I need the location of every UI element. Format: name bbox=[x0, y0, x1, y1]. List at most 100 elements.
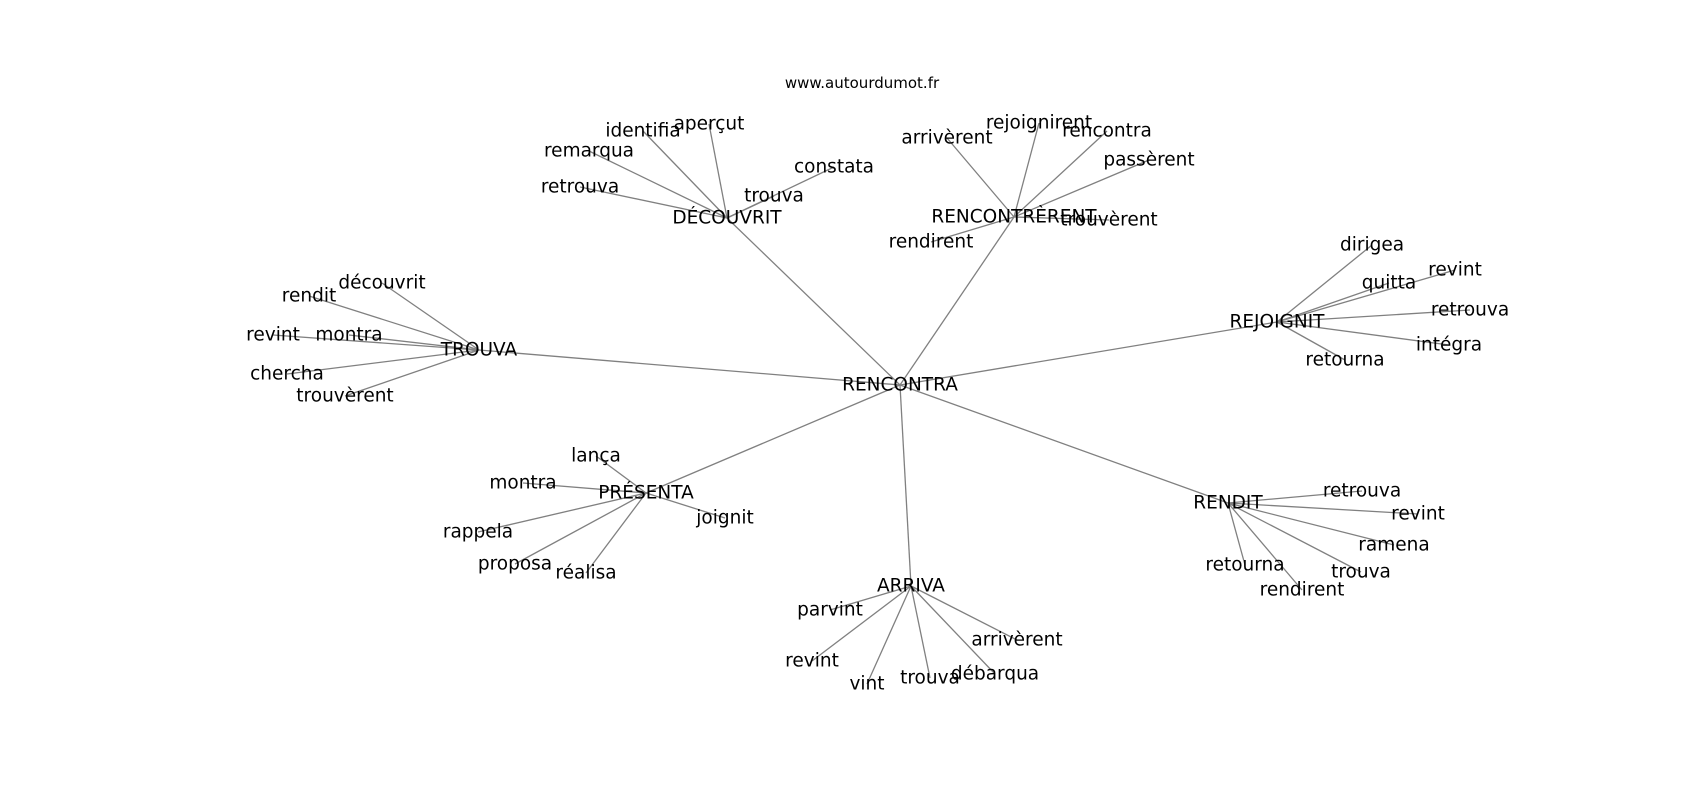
edge-decouvrit-remarqua bbox=[588, 150, 728, 219]
branch-word-rencontrerent: RENCONTRÈRENT bbox=[931, 206, 1097, 228]
source-watermark: www.autourdumot.fr bbox=[785, 74, 940, 92]
edge-rejoignit-dirigea bbox=[1276, 244, 1373, 323]
leaf-word-revint: revint bbox=[246, 325, 300, 346]
leaf-word-joignit: joignit bbox=[695, 508, 753, 529]
edge-presenta-lanca bbox=[595, 455, 647, 494]
edge-trouva-rendit bbox=[308, 295, 480, 351]
leaf-word-revint: revint bbox=[1391, 504, 1445, 525]
leaf-word-rendirent: rendirent bbox=[1260, 580, 1345, 601]
leaf-word-retrouva: retrouva bbox=[1431, 300, 1509, 321]
leaf-word-montra: montra bbox=[489, 473, 556, 494]
edge-rendit-rendirent bbox=[1227, 502, 1303, 591]
leaf-word-decouvrit: découvrit bbox=[338, 273, 425, 294]
branch-word-presenta: PRÉSENTA bbox=[598, 482, 694, 504]
leaf-word-retrouva: retrouva bbox=[1323, 481, 1401, 502]
edge-rencontrerent-rencontra bbox=[1013, 130, 1108, 218]
edge-arriva-trouva bbox=[910, 585, 931, 679]
leaf-word-rencontra: rencontra bbox=[1062, 121, 1152, 142]
edges-layer bbox=[272, 122, 1471, 685]
leaf-word-retourna: retourna bbox=[1305, 350, 1384, 371]
edge-presenta-proposa bbox=[514, 492, 647, 565]
leaf-word-parvint: parvint bbox=[797, 600, 863, 621]
edge-center-trouva bbox=[478, 349, 901, 386]
edge-trouva-chercha bbox=[286, 349, 480, 375]
edge-rendit-trouva bbox=[1227, 502, 1362, 573]
leaf-word-arriverent: arrivèrent bbox=[971, 630, 1062, 651]
edge-decouvrit-trouva bbox=[726, 195, 775, 219]
leaf-word-quitta: quitta bbox=[1362, 273, 1416, 294]
edge-rendit-retrouva bbox=[1227, 490, 1363, 504]
edge-presenta-montra bbox=[522, 482, 647, 494]
branch-word-trouva: TROUVA bbox=[440, 340, 518, 361]
leaf-word-retrouva: retrouva bbox=[541, 177, 619, 198]
leaf-word-rendirent: rendirent bbox=[889, 232, 974, 253]
edge-rendit-ramena bbox=[1227, 502, 1395, 546]
edge-trouva-revint bbox=[272, 334, 480, 351]
leaf-word-trouverent: trouvèrent bbox=[1060, 210, 1157, 231]
edge-center-decouvrit bbox=[726, 217, 901, 386]
leaf-word-rappela: rappela bbox=[443, 522, 513, 543]
edge-trouva-montra bbox=[348, 334, 480, 351]
leaf-word-trouva: trouva bbox=[744, 186, 804, 207]
edge-rejoignit-retourna bbox=[1276, 321, 1346, 361]
edge-center-rendit bbox=[899, 384, 1229, 504]
leaf-word-retourna: retourna bbox=[1205, 555, 1284, 576]
leaf-word-trouva: trouva bbox=[900, 668, 960, 689]
edge-decouvrit-apercut bbox=[708, 123, 728, 219]
edge-arriva-revint bbox=[811, 585, 912, 662]
edge-center-rencontrerent bbox=[899, 216, 1015, 386]
edge-rejoignit-retrouva bbox=[1276, 309, 1471, 323]
edge-rencontrerent-trouverent bbox=[1013, 216, 1110, 221]
leaf-word-integra: intégra bbox=[1416, 335, 1482, 356]
edge-rejoignit-quitta bbox=[1276, 282, 1390, 323]
edge-presenta-realisa bbox=[585, 492, 647, 574]
edge-arriva-debarqua bbox=[910, 585, 996, 675]
edge-rencontrerent-rejoignirent bbox=[1013, 122, 1040, 218]
leaf-word-realisa: réalisa bbox=[555, 563, 616, 584]
edge-trouva-trouverent bbox=[344, 349, 480, 397]
edge-presenta-joignit bbox=[645, 492, 726, 519]
leaf-word-ramena: ramena bbox=[1358, 535, 1429, 556]
leaf-word-constata: constata bbox=[794, 157, 874, 178]
edge-rendit-revint bbox=[1227, 502, 1419, 515]
edge-rejoignit-revint bbox=[1276, 269, 1456, 323]
branch-word-rendit: RENDIT bbox=[1193, 493, 1263, 514]
leaf-word-remarqua: remarqua bbox=[544, 141, 634, 162]
leaf-word-arriverent: arrivèrent bbox=[901, 128, 992, 149]
leaf-word-proposa: proposa bbox=[478, 554, 552, 575]
edge-arriva-arriverent bbox=[910, 585, 1018, 641]
branch-word-decouvrit: DÉCOUVRIT bbox=[672, 207, 782, 229]
center-word-label: RENCONTRA bbox=[842, 375, 958, 396]
branch-word-rejoignit: REJOIGNIT bbox=[1230, 312, 1326, 333]
edge-arriva-parvint bbox=[829, 585, 912, 611]
leaf-word-dirigea: dirigea bbox=[1340, 235, 1404, 256]
leaf-word-passerent: passèrent bbox=[1103, 150, 1194, 171]
edge-rencontrerent-rendirent bbox=[930, 216, 1015, 243]
leaf-word-apercut: aperçut bbox=[674, 114, 745, 135]
leaf-word-vint: vint bbox=[849, 674, 884, 695]
edge-center-rejoignit bbox=[899, 321, 1278, 386]
edge-trouva-decouvrit bbox=[381, 282, 480, 351]
leaf-word-identifia: identifia bbox=[605, 121, 680, 142]
edge-rencontrerent-passerent bbox=[1013, 159, 1150, 218]
leaf-word-chercha: chercha bbox=[250, 364, 324, 385]
leaf-word-debarqua: débarqua bbox=[951, 664, 1039, 685]
leaf-word-revint: revint bbox=[785, 651, 839, 672]
leaf-word-montra: montra bbox=[315, 325, 382, 346]
edge-decouvrit-identifia bbox=[642, 130, 728, 219]
edge-arriva-vint bbox=[866, 585, 912, 685]
leaf-word-rejoignirent: rejoignirent bbox=[986, 113, 1092, 134]
edge-rencontrerent-arriverent bbox=[946, 137, 1015, 218]
leaf-word-trouva: trouva bbox=[1331, 562, 1391, 583]
edge-center-presenta bbox=[645, 384, 901, 494]
edge-center-arriva bbox=[899, 384, 912, 587]
leaf-word-revint: revint bbox=[1428, 260, 1482, 281]
edge-presenta-rappela bbox=[477, 492, 647, 533]
edge-rejoignit-integra bbox=[1276, 321, 1450, 346]
leaf-word-trouverent: trouvèrent bbox=[296, 386, 393, 407]
edge-rendit-retourna bbox=[1227, 502, 1246, 566]
branch-word-arriva: ARRIVA bbox=[877, 576, 945, 597]
leaf-word-rendit: rendit bbox=[282, 286, 336, 307]
